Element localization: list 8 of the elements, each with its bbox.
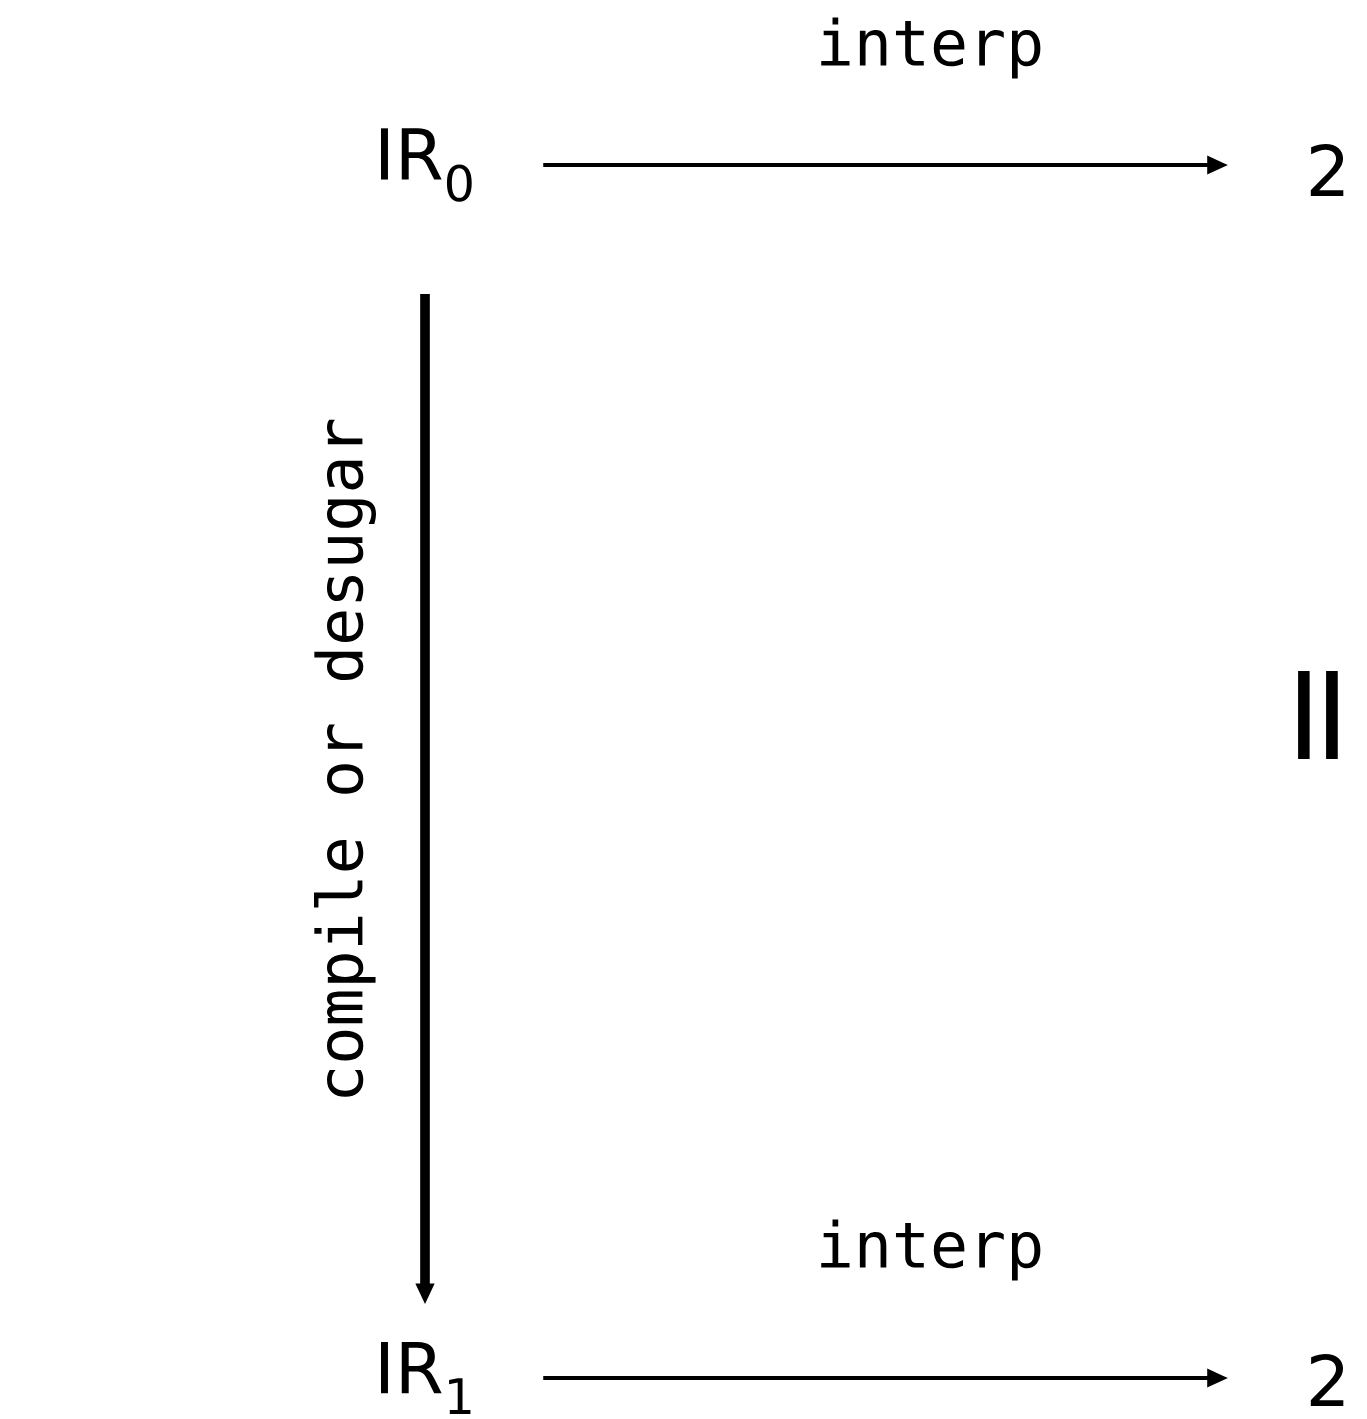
math-term: 2 xyxy=(1310,1353,1344,1407)
math-term: IR$_{0}$ xyxy=(381,128,472,202)
math-term: IR$_{1}$ xyxy=(381,1342,471,1415)
edge-label: interp xyxy=(821,17,1041,79)
math-term: 2 xyxy=(1310,143,1344,197)
edge-label: interp xyxy=(821,1219,1041,1281)
edge-label: compile or desugar xyxy=(314,419,376,1097)
equals-sign: = xyxy=(1298,671,1338,759)
